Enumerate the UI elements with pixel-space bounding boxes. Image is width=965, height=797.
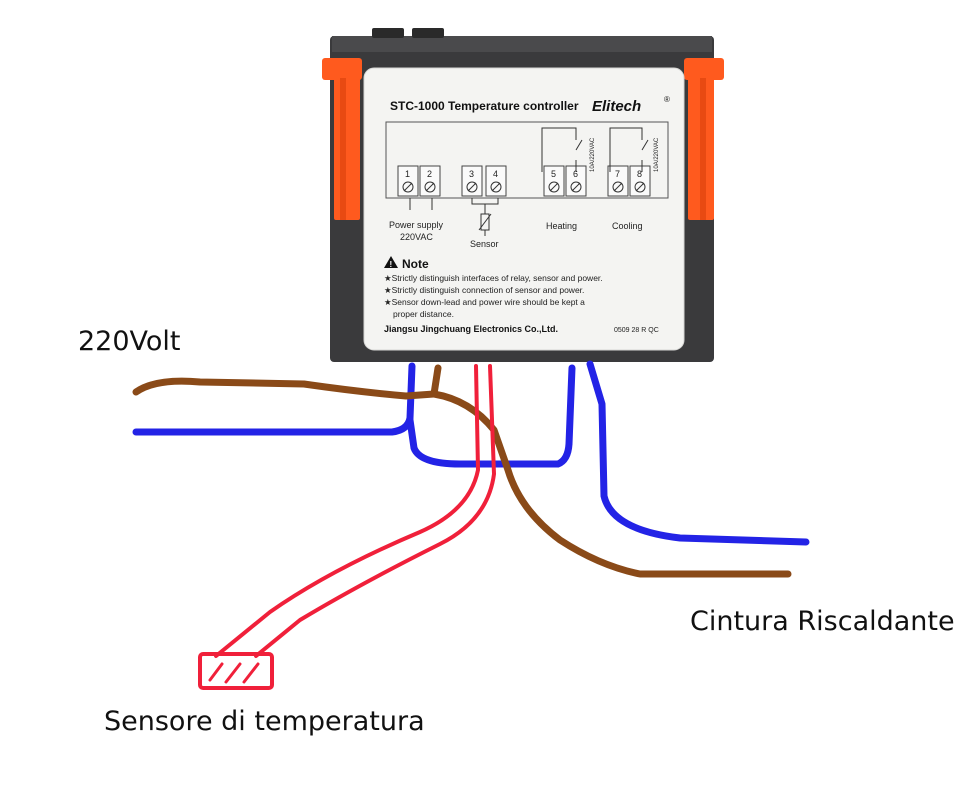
controller-top-button: [372, 28, 404, 38]
terminal-8: 8: [629, 165, 651, 197]
note-line: proper distance.: [393, 309, 454, 319]
note-title: Note: [402, 257, 429, 271]
cooling-relay-rating: 10A/220VAC: [654, 137, 660, 172]
controller-label-panel: [363, 67, 685, 351]
brown-wire-power: [132, 364, 442, 400]
terminal-1: 1: [397, 165, 419, 197]
terminal-6: 6: [565, 165, 587, 197]
terminal-2: 2: [419, 165, 441, 197]
label-power-supply: Power supply: [389, 220, 444, 230]
red-wire-sensor-a: [214, 364, 480, 658]
note-line: ★Strictly distinguish connection of sens…: [384, 285, 584, 295]
manufacturer-name: Jiangsu Jingchuang Electronics Co.,Ltd.: [384, 324, 558, 334]
product-code: 0509 28 R QC: [614, 327, 659, 334]
left-mounting-clip: [322, 58, 362, 220]
terminal-3: 3: [461, 165, 483, 197]
terminal-number: 3: [469, 169, 474, 179]
label-power-voltage: 220VAC: [400, 232, 433, 242]
terminal-screw-icon: [612, 181, 624, 193]
label-heating: Heating: [546, 221, 577, 231]
note-line: ★Strictly distinguish interfaces of rela…: [384, 273, 603, 283]
terminal-7: 7: [607, 165, 629, 197]
power-label: 220Volt: [78, 326, 181, 357]
terminal-number: 5: [551, 169, 556, 179]
controller-model: STC-1000 Temperature controller: [390, 99, 579, 113]
controller-top-edge: [332, 36, 712, 52]
blue-wire-power: [132, 362, 416, 436]
heating-relay-rating: 10A/220VAC: [590, 137, 596, 172]
label-cooling: Cooling: [612, 221, 643, 231]
terminal-screw-icon: [570, 181, 582, 193]
terminal-number: 6: [573, 169, 578, 179]
temperature-sensor-probe: [198, 652, 274, 690]
warning-icon-mark: !: [390, 260, 393, 269]
brown-wire-heater: [430, 390, 792, 578]
sensor-label: Sensore di temperatura: [104, 706, 425, 737]
controller-top-button: [412, 28, 444, 38]
terminal-screw-icon: [466, 181, 478, 193]
sensor-symbol: [471, 198, 499, 236]
controller-brand-mark: ®: [664, 95, 670, 104]
controller-unit: STC-1000 Temperature controller Elitech …: [322, 28, 724, 362]
wires: [132, 360, 810, 690]
power-symbol: [409, 198, 433, 210]
heating-relay-symbol: [541, 127, 583, 172]
terminal-screw-icon: [490, 181, 502, 193]
terminal-number: 2: [427, 169, 432, 179]
terminal-number: 7: [615, 169, 620, 179]
terminal-number: 4: [493, 169, 498, 179]
terminal-screw-icon: [634, 181, 646, 193]
terminal-4: 4: [485, 165, 507, 197]
terminal-screw-icon: [548, 181, 560, 193]
sensor-probe-hatching: [208, 662, 260, 684]
note-line: ★Sensor down-lead and power wire should …: [384, 297, 585, 307]
right-mounting-clip: [684, 58, 724, 220]
terminal-5: 5: [543, 165, 565, 197]
terminal-number: 1: [405, 169, 410, 179]
terminal-screw-icon: [402, 181, 414, 193]
label-sensor: Sensor: [470, 239, 499, 249]
terminal-block: 1 2 3 4 5 6 7 8: [397, 165, 651, 197]
warning-icon: [384, 256, 398, 268]
heater-label: Cintura Riscaldante: [690, 606, 955, 637]
terminal-screw-icon: [424, 181, 436, 193]
blue-wire-heater-out: [586, 360, 810, 546]
controller-brand: Elitech: [592, 98, 641, 115]
red-wire-sensor-b: [254, 364, 496, 658]
cooling-relay-symbol: [609, 127, 649, 172]
terminal-number: 8: [637, 169, 642, 179]
terminal-schematic-frame: [385, 121, 669, 199]
